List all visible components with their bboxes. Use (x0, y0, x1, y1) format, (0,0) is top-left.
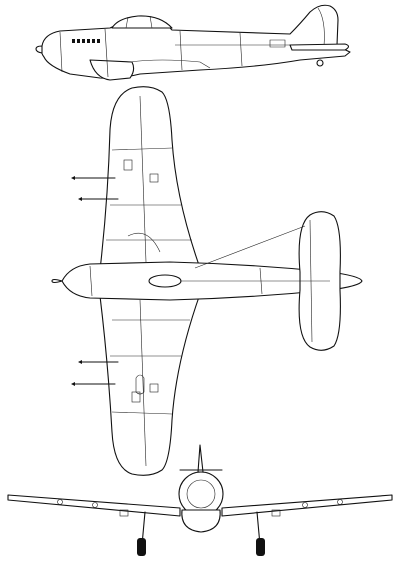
side-view (35, 4, 351, 81)
top-view (51, 86, 363, 476)
front-landing-gear (137, 511, 265, 556)
top-spinner (51, 278, 63, 284)
front-view (7, 444, 393, 556)
top-canopy (148, 274, 182, 288)
side-radiator (89, 59, 135, 81)
side-spinner (35, 45, 43, 54)
front-radiator (181, 509, 221, 533)
front-wing-right (221, 494, 393, 517)
front-fin (197, 444, 204, 473)
side-canopy (111, 15, 173, 29)
top-cannons-lower (71, 360, 119, 386)
front-fuselage (178, 471, 224, 517)
side-tailwheel (316, 59, 324, 67)
top-cannons-upper (71, 176, 119, 201)
top-wing-panels (106, 95, 192, 467)
side-tailplane (289, 43, 350, 51)
front-wing (7, 494, 181, 517)
side-exhausts (72, 39, 100, 43)
